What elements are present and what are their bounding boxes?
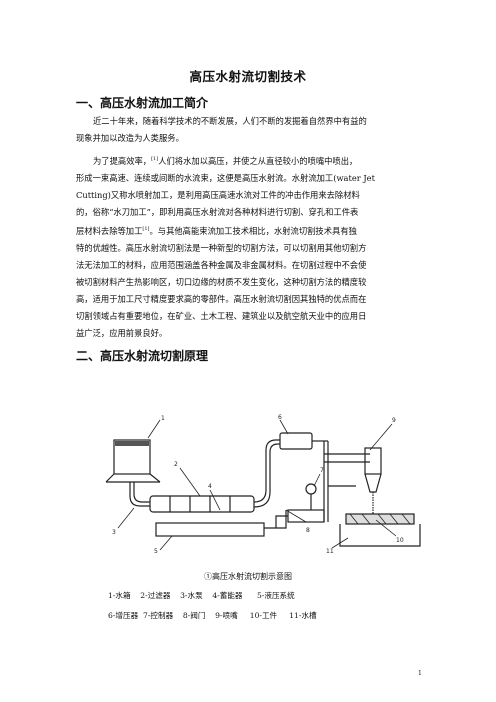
callout-7: 7 [320, 467, 324, 474]
text-span: 层材料去除等加工 [76, 226, 143, 236]
hydraulic-system-shape [155, 522, 265, 537]
section2-heading: 二、高压水射流切割原理 [76, 349, 209, 363]
text-line: 近二十年来，随着科学技术的不断发展，人们不断的发掘着自然界中有益的 [93, 116, 367, 126]
callout-11: 11 [326, 548, 334, 555]
text-line: 的，俗称“水刀加工”，即利用高压水射流对各种材料进行切割、穿孔和工件表 [76, 207, 359, 217]
text-line: Cutting)又称水喷射加工，是利用高压高速水流对工件的冲击作用来去除材料 [76, 190, 360, 200]
text-line: 益广泛，应用前景良好。 [76, 328, 168, 338]
section1-paragraph2: 为了提高效率，[1]人们将水加以高压，并使之从直径较小的喷嘴中喷出， 形成一束高… [76, 151, 428, 342]
callout-4: 4 [208, 483, 212, 490]
callout-10: 10 [396, 537, 404, 544]
text-span: 。与其他高能束流加工技术相比，水射流切割技术具有独 [149, 226, 357, 236]
controller-shape [287, 509, 325, 523]
text-line: 层材料去除等加工[1]。与其他高能束流加工技术相比，水射流切割技术具有独 [76, 221, 428, 240]
text-line: 高，适用于加工尺寸精度要求高的零部件。高压水射流切割因其独特的优点而在 [76, 294, 367, 304]
text-line: 形成一束高速、连续或间断的水流束，这便是高压水射流。水射流加工(water Je… [76, 173, 375, 183]
callout-9: 9 [392, 417, 396, 424]
section1-paragraph1: 近二十年来，随着科学技术的不断发展，人们不断的发掘着自然界中有益的 现象并加以改… [76, 113, 428, 147]
text-line: 切割领域占有重要地位，在矿业、土木工程、建筑业以及航空航天业中的应用日 [76, 311, 367, 321]
figure-legend-line1: 1-水箱 2-过滤器 3-水泵 4-蓄能器 5-液压系统 [108, 591, 295, 600]
callout-5: 5 [154, 548, 158, 555]
callout-6: 6 [278, 414, 282, 421]
figure-caption: ①高压水射流切割示意图 [204, 572, 292, 581]
waterjet-schematic-diagram: 1 2 3 4 5 6 7 8 9 10 11 [105, 414, 421, 555]
figure-legend-line2: 6-增压器 7-控制器 8-阀门 9-喷嘴 10-工件 11-水槽 [108, 611, 317, 620]
text-span: 人们将水加以高压，并使之从直径较小的喷嘴中喷出， [158, 156, 358, 166]
callout-3: 3 [112, 529, 116, 536]
callout-2: 2 [174, 461, 178, 468]
nozzle-shape [364, 473, 382, 493]
workpiece-shape [345, 513, 415, 525]
citation-ref: [1] [151, 156, 159, 162]
callout-1: 1 [161, 415, 165, 422]
water-tray-shape [339, 524, 421, 547]
nozzle-head-shape [364, 447, 382, 475]
water-tank-shape [113, 439, 151, 475]
intensifier-shape [279, 432, 313, 450]
text-line: 为了提高效率，[1]人们将水加以高压，并使之从直径较小的喷嘴中喷出， [76, 151, 428, 170]
text-line: 被切割材料产生热影响区，切口边缘的材质不发生变化，这种切割方法的精度较 [76, 277, 367, 287]
callout-8: 8 [306, 527, 310, 534]
text-line: 现象并加以改造为人类服务。 [76, 133, 184, 143]
document-title: 高压水射流切割技术 [189, 69, 307, 84]
citation-ref: [1] [142, 226, 150, 232]
text-span: 为了提高效率， [93, 156, 152, 166]
text-line: 法无法加工的材料，应用范围涵盖各种金属及非金属材料。在切割过程中不会使 [76, 260, 367, 270]
section1-heading: 一、高压水射流加工简介 [76, 96, 209, 110]
page-number: 1 [418, 670, 422, 677]
text-line: 特的优越性。高压水射流切割法是一种新型的切割方法，可以切割用其他切割方 [76, 243, 367, 253]
pump-shape [149, 495, 255, 513]
